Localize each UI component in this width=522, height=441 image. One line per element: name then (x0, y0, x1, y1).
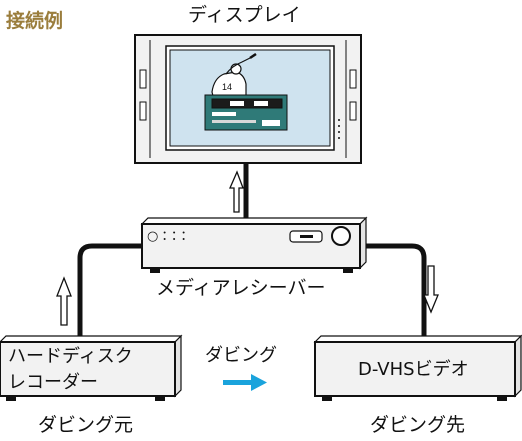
screen-menu (204, 94, 288, 131)
arrow-up-to-display (229, 170, 244, 213)
dubbing-source-label: ダビング元 (38, 414, 134, 436)
diagram-heading: 接続例 (6, 10, 64, 32)
cables (77, 160, 427, 343)
receiver-label: メディアレシーバー (156, 277, 326, 299)
hdd-recorder-label: ハードディスク レコーダー (8, 346, 133, 393)
screen-player-figure: 14 (211, 52, 257, 101)
arrow-up-from-hdd (56, 276, 72, 326)
receiver-power-knob (331, 226, 351, 246)
dubbing-arrow (223, 374, 267, 391)
cable-receiver-hdd (77, 243, 145, 343)
display-device: 14 (134, 34, 362, 164)
cable-receiver-dvhs (357, 243, 427, 343)
receiver-panel-text: ○：：： (147, 229, 197, 244)
signal-arrows (56, 170, 439, 326)
receiver-front (141, 223, 361, 269)
media-receiver-device (140, 216, 368, 273)
hdd-recorder-device (0, 334, 183, 401)
dubbing-label: ダビング (205, 345, 277, 366)
svg-text:14: 14 (222, 82, 232, 92)
arrow-down-to-dvhs (423, 265, 439, 314)
dvhs-video-device (313, 334, 522, 401)
dvhs-label: D-VHSビデオ (358, 359, 469, 380)
display-indicator-dots (338, 119, 340, 139)
dubbing-target-label: ダビング先 (370, 414, 466, 436)
display-label: ディスプレイ (188, 4, 301, 26)
